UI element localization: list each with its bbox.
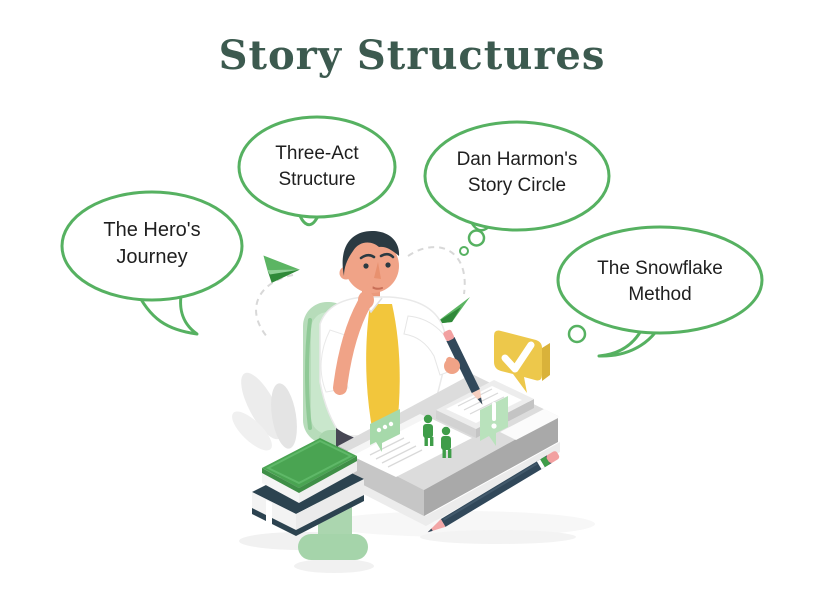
thought-circle-snowflake: [567, 324, 587, 344]
bubble-label-snowflake: The Snowflake Method: [597, 258, 723, 305]
paper-plane-left-icon: [263, 255, 300, 283]
stacked-books: [252, 438, 364, 536]
bubble-label-dan-harmon: Dan Harmon's Story Circle: [456, 149, 578, 196]
writing-arm: [403, 315, 483, 405]
speech-bubble-dan-harmon: [423, 120, 611, 232]
dashed-path-left: [255, 274, 294, 339]
ellipsis-bubble-icon: [370, 409, 400, 452]
paper-plane-right-icon: [434, 297, 470, 324]
plant-leaves: [232, 372, 297, 451]
speech-bubble-three-act: [237, 115, 397, 227]
large-pencil-icon: [427, 451, 560, 533]
speech-bubble-snowflake: [556, 225, 764, 358]
bubble-label-heros-journey: The Hero's Journey: [103, 219, 201, 268]
exclamation-bubble-icon: [480, 396, 508, 446]
bubble-label-three-act: Three-Act Structure: [275, 143, 359, 190]
mini-figures: [423, 414, 452, 458]
speech-bubble-heros-journey: [60, 190, 244, 336]
page-title: Story Structures: [218, 32, 606, 79]
writing-pencil-icon: [443, 329, 483, 405]
dashed-path-right: [407, 246, 466, 295]
check-note-icon: [494, 330, 550, 393]
